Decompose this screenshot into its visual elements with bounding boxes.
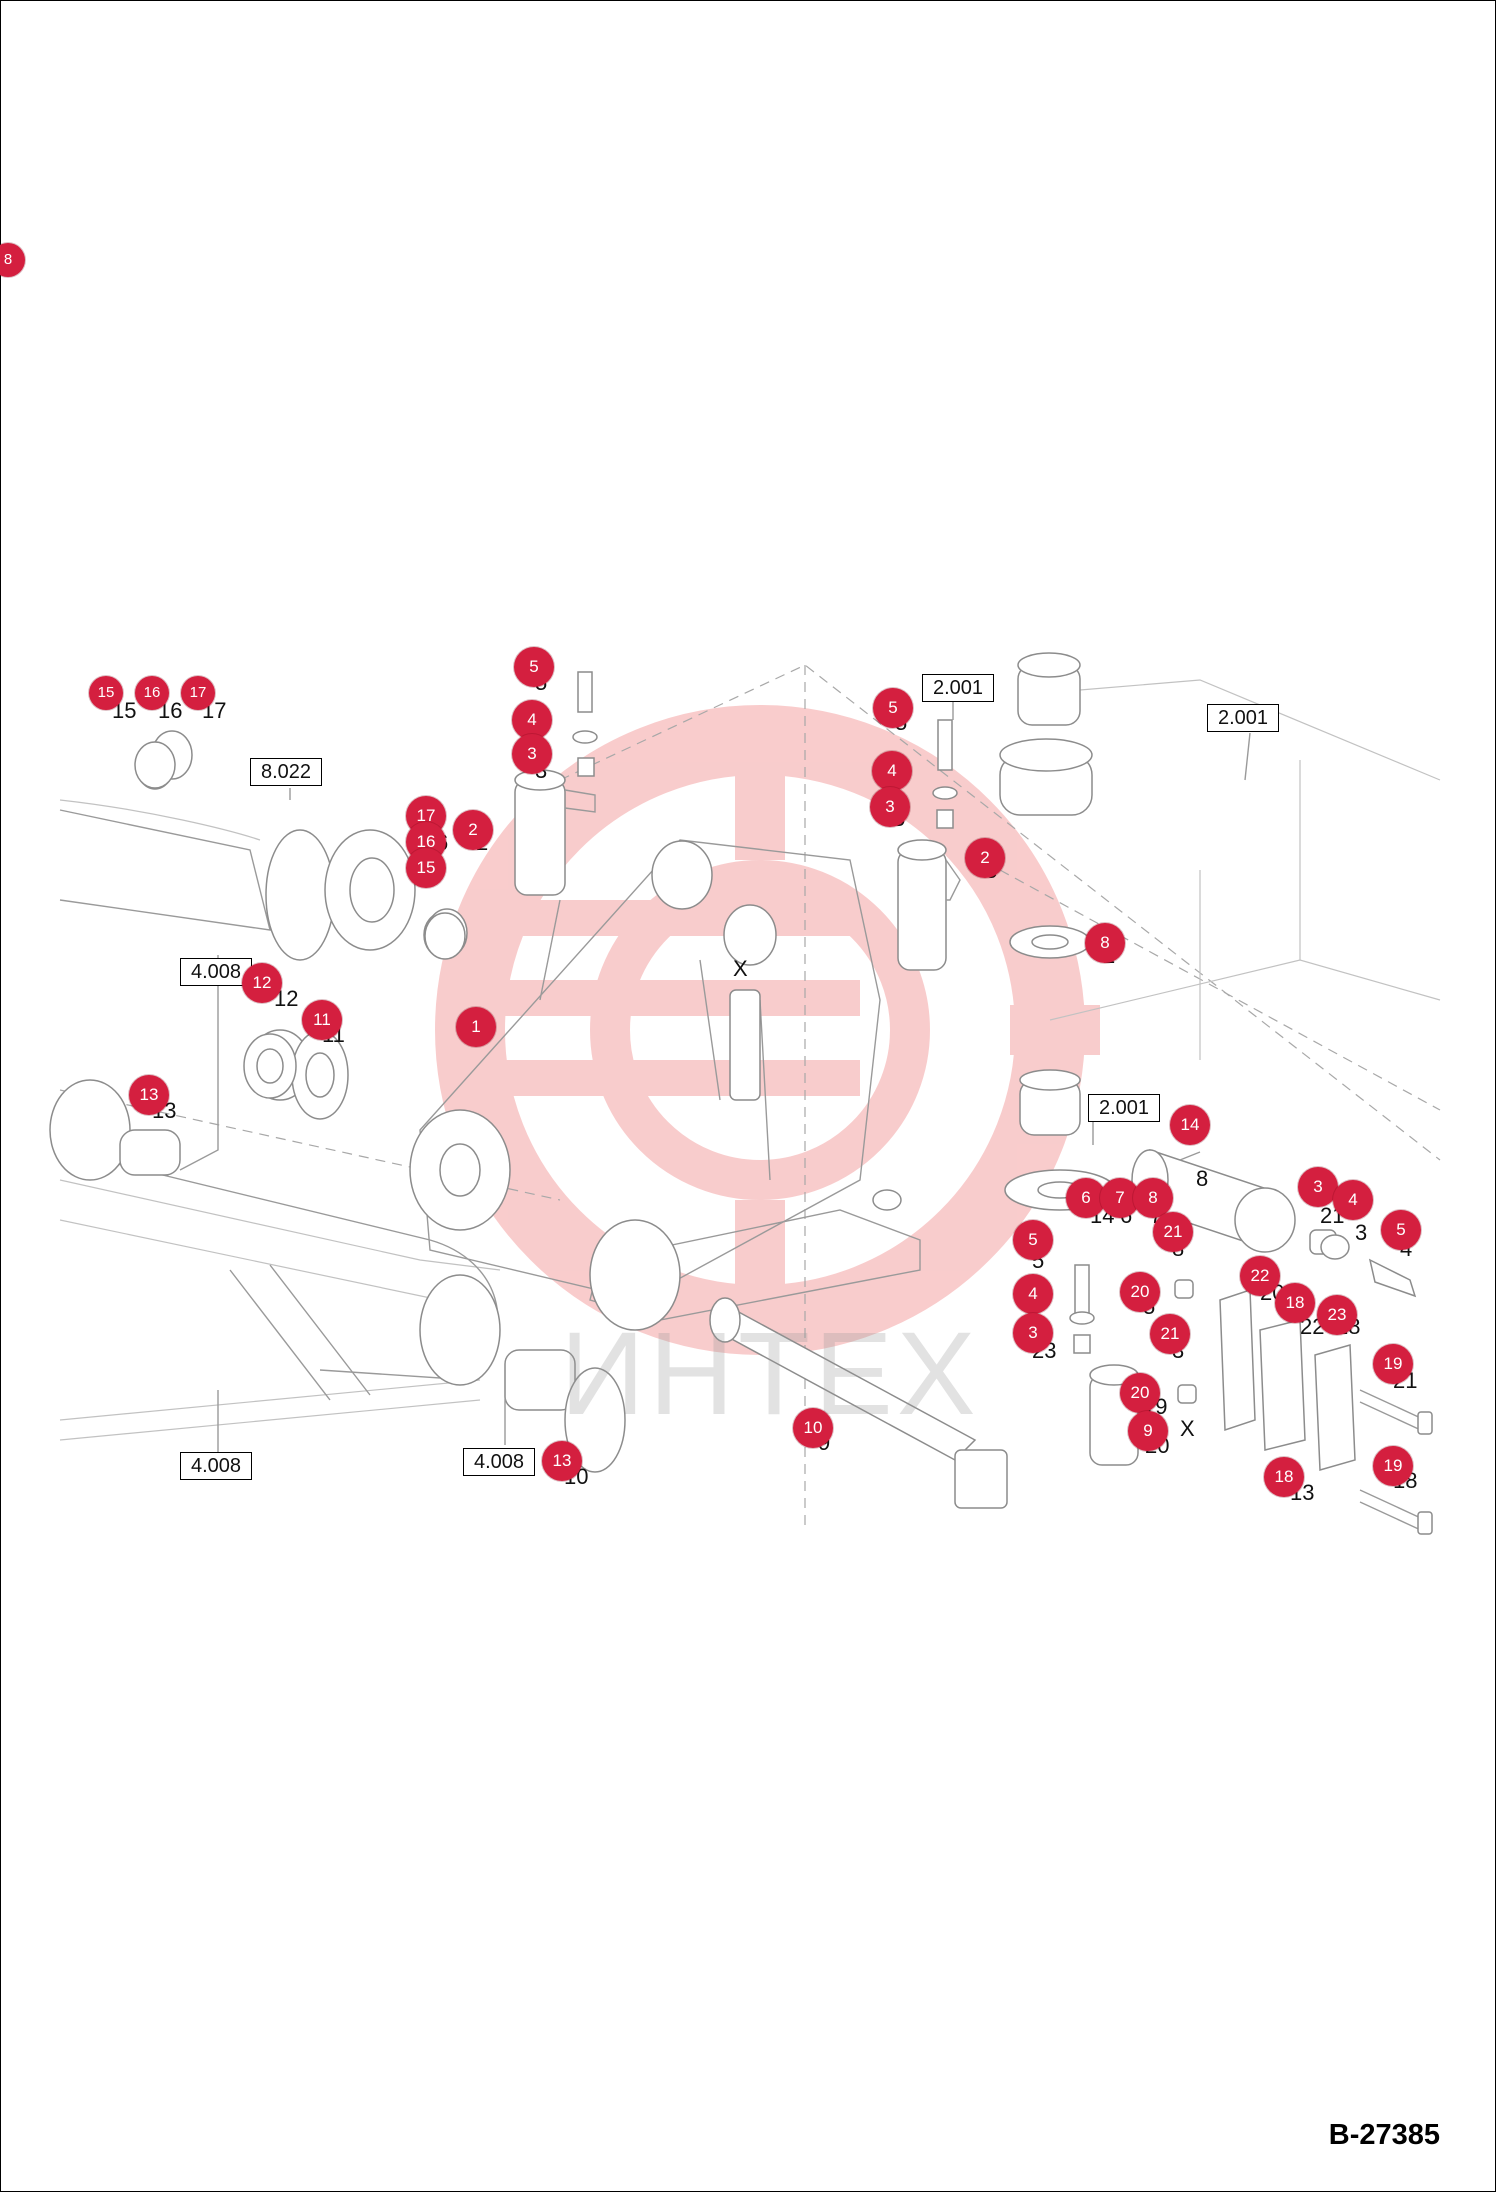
hydraulic-cylinder — [59, 730, 461, 961]
reference-box-4008: 4.008 — [180, 1452, 253, 1480]
quick-coupler-bracket — [409, 839, 921, 1331]
callout-badge[interactable]: 4 — [1333, 1180, 1373, 1220]
callout-badge[interactable]: 23 — [1317, 1295, 1357, 1335]
callout-badge[interactable]: 6 — [1066, 1178, 1106, 1218]
callout-badge[interactable]: 12 — [242, 963, 282, 1003]
watermark-text: ИНТЕХ — [560, 1308, 980, 1440]
drawing-id-label: B-27385 — [1328, 2119, 1440, 2151]
callout-badge[interactable]: 3 — [1298, 1167, 1338, 1207]
callout-badge[interactable]: 17 — [181, 676, 215, 710]
callout-badge[interactable]: 14 — [1170, 1105, 1210, 1145]
boom-arm — [49, 1029, 626, 1473]
callout-badge[interactable]: 21 — [1153, 1212, 1193, 1252]
callout-badge[interactable]: 22 — [1240, 1256, 1280, 1296]
callout-number: 16 — [158, 698, 183, 723]
callout-badge[interactable]: 20 — [1120, 1272, 1160, 1312]
x-mark: X — [1180, 1416, 1195, 1441]
callout-badge[interactable]: 5 — [873, 688, 913, 728]
callout-badge[interactable]: 15 — [406, 848, 446, 888]
reference-box-4008: 4.008 — [463, 1448, 536, 1476]
callout-badge[interactable]: 13 — [542, 1441, 582, 1481]
callout-badge[interactable]: 4 — [872, 751, 912, 791]
callout-badge[interactable]: 19 — [1373, 1446, 1413, 1486]
reference-box-2001: 2.001 — [922, 674, 995, 702]
reference-box-4008: 4.008 — [180, 958, 253, 986]
callout-badge[interactable]: 3 — [512, 734, 552, 774]
callout-badge[interactable]: 2 — [965, 838, 1005, 878]
callout-number: 8 — [1196, 1166, 1209, 1191]
callout-badge[interactable]: 4 — [512, 700, 552, 740]
callout-badge[interactable]: 4 — [1013, 1274, 1053, 1314]
callout-number: 15 — [112, 698, 137, 723]
callout-badge[interactable]: 9 — [1128, 1411, 1168, 1451]
callout-badge[interactable]: 5 — [514, 647, 554, 687]
callout-badge[interactable]: 8 — [1085, 923, 1125, 963]
callout-badge[interactable]: 18 — [1275, 1283, 1315, 1323]
callout-badge[interactable]: 19 — [1373, 1344, 1413, 1384]
callout-number: 12 — [274, 986, 299, 1011]
callout-number: 3 — [1355, 1220, 1368, 1245]
callout-badge[interactable]: 10 — [793, 1408, 833, 1448]
callout-badge[interactable]: 1 — [456, 1007, 496, 1047]
callout-badge[interactable]: 5 — [1381, 1210, 1421, 1250]
callout-badge[interactable]: 8 — [1133, 1178, 1173, 1218]
reference-box-8022: 8.022 — [250, 758, 323, 786]
callout-badge[interactable]: 15 — [89, 676, 123, 710]
x-mark: X — [733, 956, 748, 981]
callout-badge[interactable]: 21 — [1150, 1314, 1190, 1354]
callout-badge[interactable]: 11 — [302, 1000, 342, 1040]
reference-box-2001: 2.001 — [1207, 704, 1280, 732]
callout-badge[interactable]: 13 — [129, 1075, 169, 1115]
callout-badge[interactable]: 3 — [1013, 1313, 1053, 1353]
callout-badge[interactable]: 16 — [135, 676, 169, 710]
reference-box-2001: 2.001 — [1088, 1094, 1161, 1122]
callout-badge[interactable]: 2 — [453, 810, 493, 850]
callout-badge[interactable]: 20 — [1120, 1373, 1160, 1413]
callout-badge[interactable]: 3 — [870, 787, 910, 827]
leader-lines — [179, 693, 1251, 1455]
callout-badge[interactable]: 18 — [1264, 1457, 1304, 1497]
callout-badge[interactable]: 5 — [1013, 1220, 1053, 1260]
